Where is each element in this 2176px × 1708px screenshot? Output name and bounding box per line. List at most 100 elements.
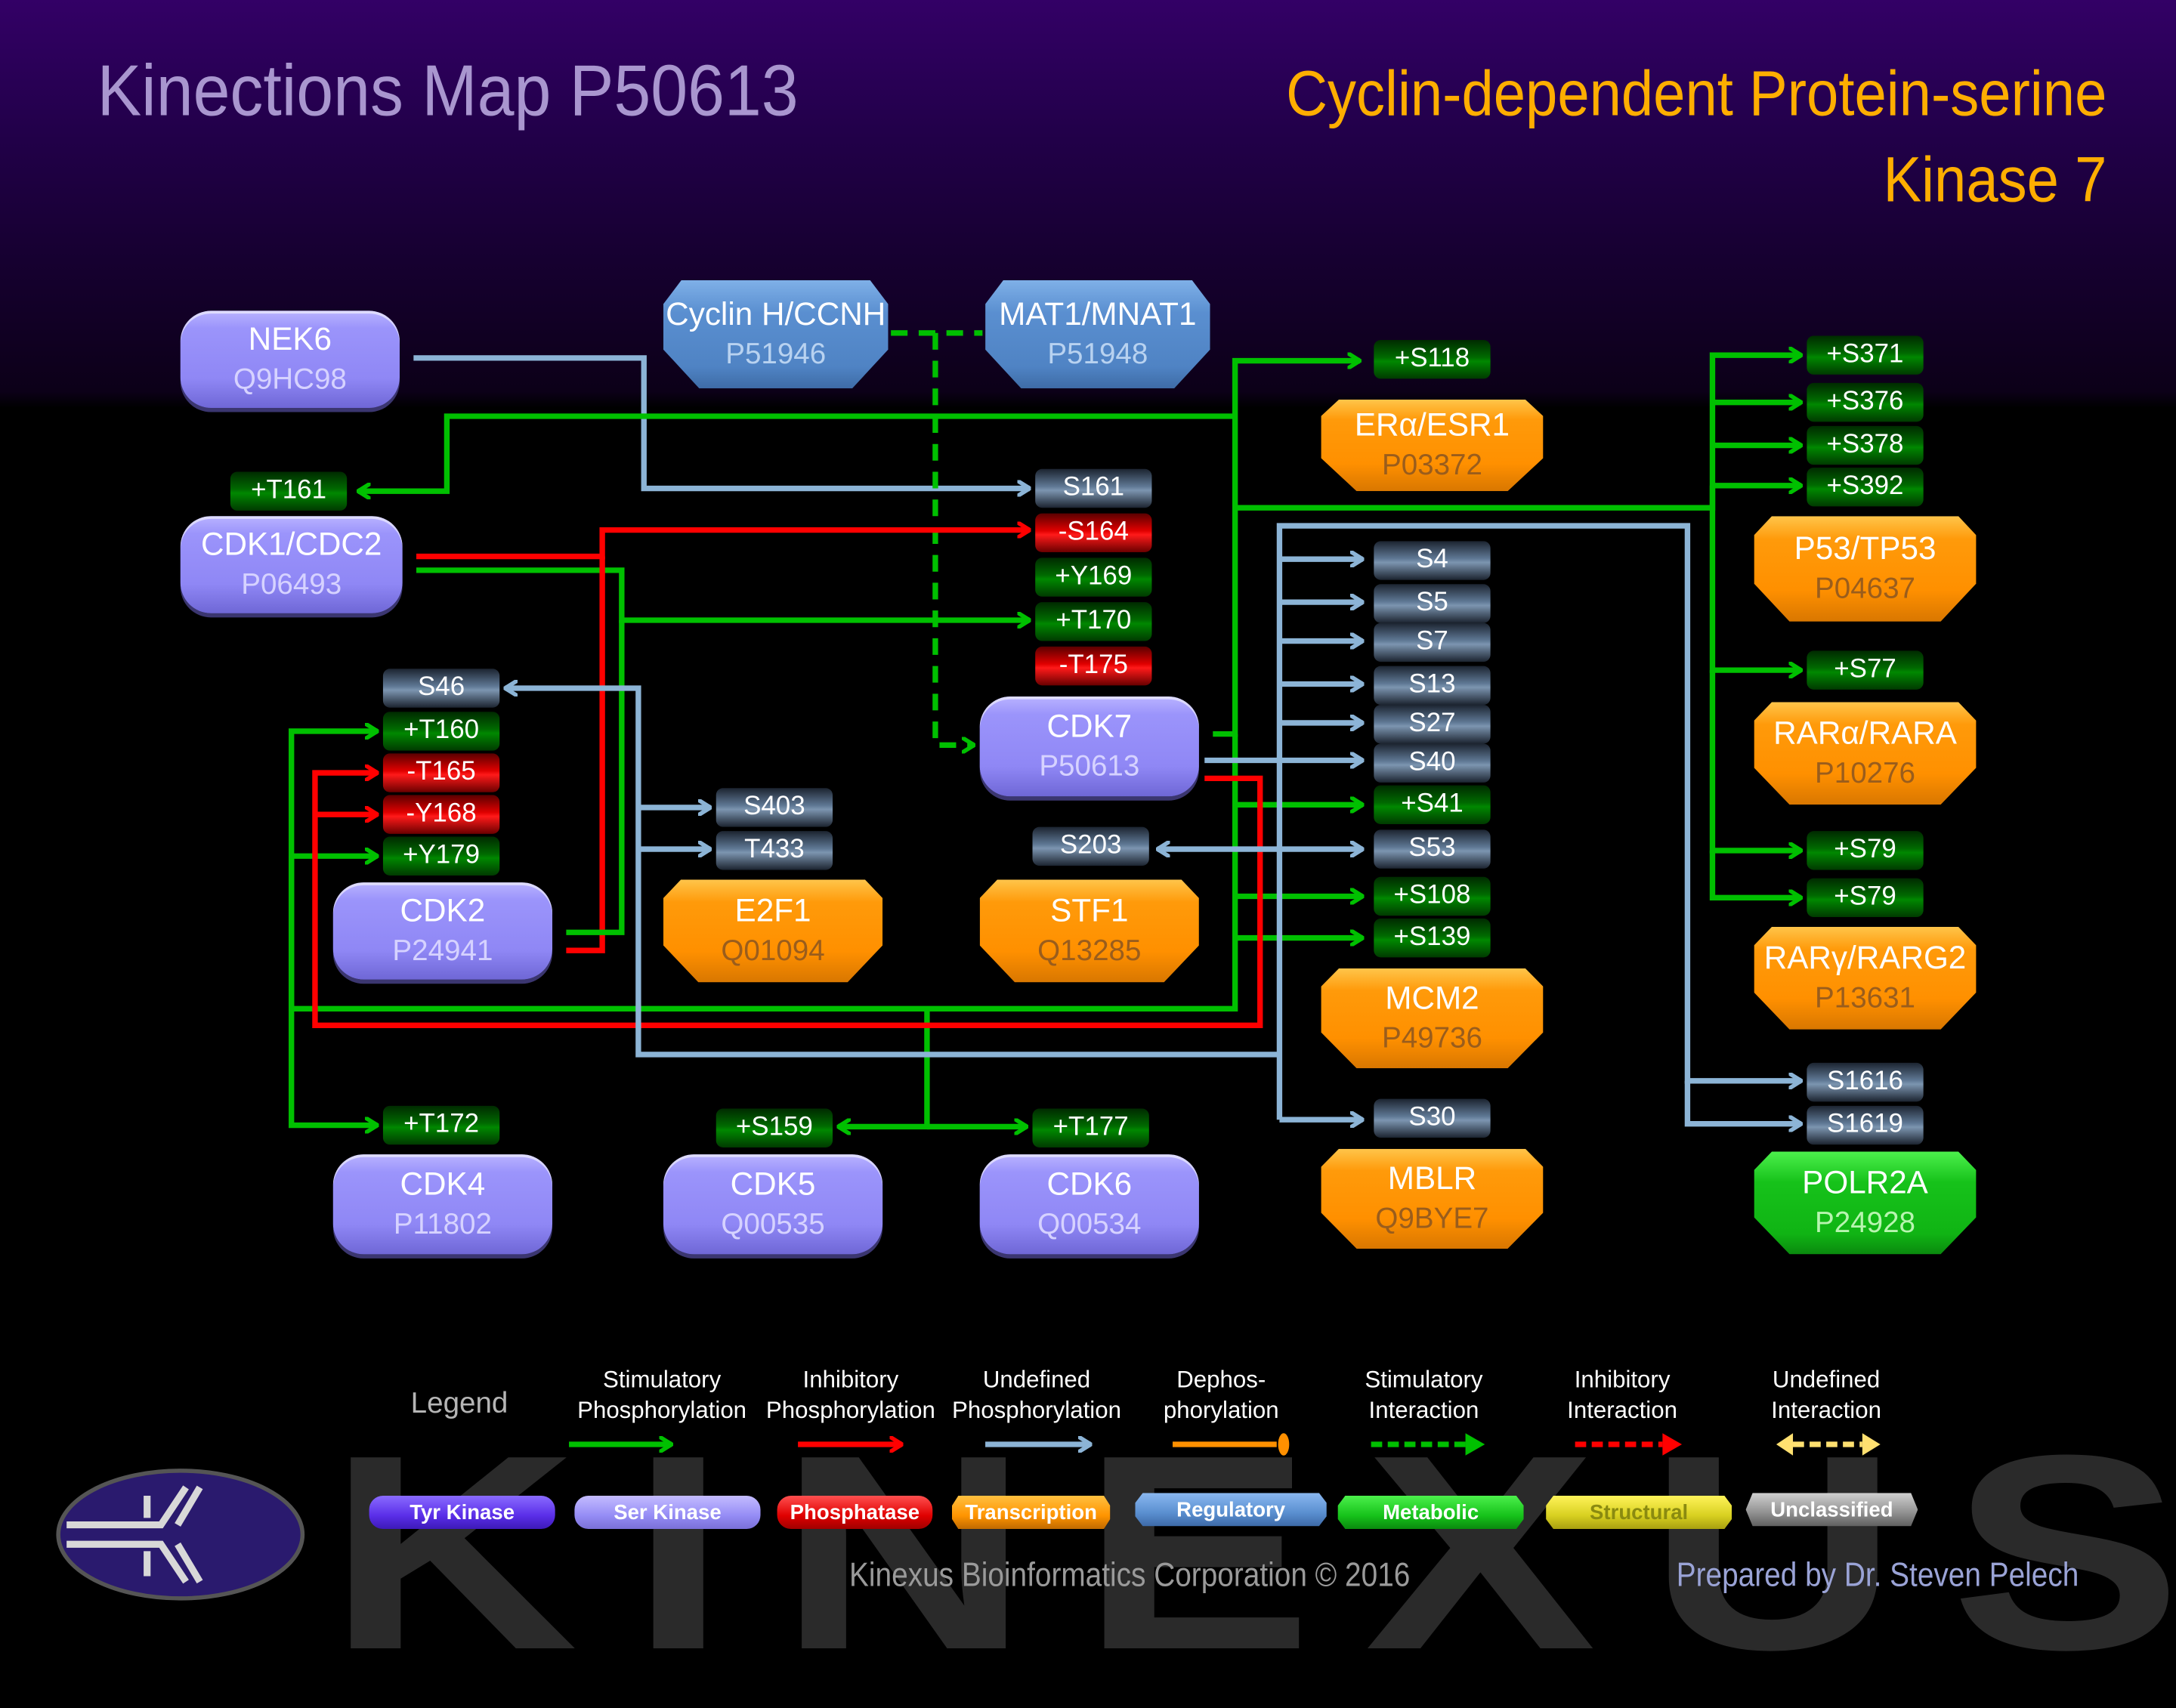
node-accession: P24928 — [1815, 1206, 1916, 1240]
site-mcm2-s108[interactable]: +S108 — [1374, 876, 1491, 916]
site-cdk7-s161[interactable]: S161 — [1035, 468, 1152, 508]
node-rara[interactable]: RARα/RARA P10276 — [1754, 702, 1977, 805]
site-e2f1-s403[interactable]: S403 — [716, 788, 833, 827]
node-polr2a[interactable]: POLR2A P24928 — [1754, 1151, 1977, 1255]
legend-label-line2: Phosphorylation — [765, 1397, 935, 1424]
legend-dephosphorylation: Dephos-phorylation — [1124, 1365, 1318, 1426]
legend-label-line2: Interaction — [1567, 1397, 1677, 1424]
site-label: S161 — [1062, 473, 1125, 502]
site-cdk6-t177[interactable]: +T177 — [1032, 1108, 1149, 1147]
site-label: S7 — [1416, 627, 1448, 656]
site-mcm2-s40[interactable]: S40 — [1374, 743, 1491, 783]
site-label: -Y168 — [406, 798, 477, 829]
site-rara-s77[interactable]: +S77 — [1807, 650, 1924, 690]
site-rarg-s79-a[interactable]: +S79 — [1807, 831, 1924, 870]
site-esr1-s118[interactable]: +S118 — [1374, 339, 1491, 379]
site-rarg-s79-b[interactable]: +S79 — [1807, 878, 1924, 918]
node-cdk5[interactable]: CDK5 Q00535 — [663, 1154, 883, 1255]
legend-label-line1: Undefined — [1772, 1367, 1881, 1394]
site-e2f1-t433[interactable]: T433 — [716, 831, 833, 870]
node-name: STF1 — [1050, 891, 1129, 928]
node-accession: Q01094 — [721, 934, 825, 968]
legend-type-transcription: Transcription — [951, 1495, 1111, 1530]
legend-type-tyr-kinase: Tyr Kinase — [369, 1495, 555, 1530]
site-label: S13 — [1408, 670, 1456, 700]
site-cdk4-t172[interactable]: +T172 — [382, 1105, 500, 1145]
node-esr1[interactable]: ERα/ESR1 P03372 — [1321, 399, 1544, 492]
legend-label-line2: Phosphorylation — [577, 1397, 747, 1424]
node-mcm2[interactable]: MCM2 P49736 — [1321, 968, 1544, 1069]
site-cdk7-t175[interactable]: -T175 — [1035, 646, 1152, 686]
site-cdk2-y179[interactable]: +Y179 — [382, 836, 500, 876]
site-mcm2-s27[interactable]: S27 — [1374, 705, 1491, 744]
node-accession: Q00534 — [1037, 1208, 1142, 1241]
edge-cdk7-blue-loop — [505, 688, 1280, 1058]
site-label: S30 — [1408, 1103, 1456, 1132]
legend-title: Legend — [410, 1387, 508, 1419]
node-e2f1[interactable]: E2F1 Q01094 — [663, 879, 883, 983]
site-polr2a-s1619[interactable]: S1619 — [1807, 1105, 1924, 1145]
node-name: MAT1/MNAT1 — [999, 295, 1197, 332]
site-cdk2-y168[interactable]: -Y168 — [382, 795, 500, 834]
site-polr2a-s1616[interactable]: S1616 — [1807, 1062, 1924, 1102]
site-mcm2-s4[interactable]: S4 — [1374, 541, 1491, 580]
site-cdk2-t165[interactable]: -T165 — [382, 753, 500, 792]
protein-full-name: Cyclin-dependent Protein-serine Kinase 7 — [1286, 50, 2106, 222]
site-label: +T160 — [403, 715, 480, 746]
site-mblr-s30[interactable]: S30 — [1374, 1098, 1491, 1138]
node-name: NEK6 — [248, 320, 332, 357]
node-rarg[interactable]: RARγ/RARG2 P13631 — [1754, 926, 1977, 1030]
node-stf1[interactable]: STF1 Q13285 — [979, 879, 1199, 983]
site-tp53-s392[interactable]: +S392 — [1807, 467, 1924, 507]
legend-type-structural: Structural — [1546, 1495, 1732, 1530]
legend-label-line2: phorylation — [1163, 1397, 1279, 1424]
site-mcm2-s5[interactable]: S5 — [1374, 584, 1491, 623]
node-mnat1[interactable]: MAT1/MNAT1 P51948 — [985, 280, 1210, 389]
site-label: +S392 — [1826, 471, 1904, 502]
site-label: +S376 — [1826, 387, 1904, 417]
site-tp53-s376[interactable]: +S376 — [1807, 382, 1924, 422]
edge-cdk7-cdk1-t161 — [358, 413, 1235, 491]
node-cdk2[interactable]: CDK2 P24941 — [332, 882, 553, 980]
node-cdk1[interactable]: CDK1/CDC2 P06493 — [180, 516, 403, 613]
site-cdk2-s46[interactable]: S46 — [382, 669, 500, 708]
site-tp53-s378[interactable]: +S378 — [1807, 425, 1924, 465]
legend-label-line2: Interaction — [1368, 1397, 1479, 1424]
node-ccnh[interactable]: Cyclin H/CCNH P51946 — [663, 280, 889, 389]
node-nek6[interactable]: NEK6 Q9HC98 — [180, 310, 400, 408]
site-cdk7-s164[interactable]: -S164 — [1035, 513, 1152, 553]
node-accession: P04637 — [1815, 573, 1916, 605]
protein-full-name-line1: Cyclin-dependent Protein-serine — [1285, 57, 2107, 129]
site-stf1-s203[interactable]: S203 — [1032, 826, 1149, 866]
node-cdk7[interactable]: CDK7 P50613 — [979, 696, 1199, 797]
site-mcm2-s53[interactable]: S53 — [1374, 829, 1491, 869]
site-mcm2-s13[interactable]: S13 — [1374, 666, 1491, 706]
site-mcm2-s41[interactable]: +S41 — [1374, 785, 1491, 824]
node-cdk6[interactable]: CDK6 Q00534 — [979, 1154, 1199, 1255]
legend-type-ser-kinase: Ser Kinase — [574, 1495, 761, 1530]
site-label: +S159 — [735, 1113, 813, 1142]
site-mcm2-s7[interactable]: S7 — [1374, 622, 1491, 663]
site-cdk7-t170[interactable]: +T170 — [1035, 602, 1152, 641]
site-tp53-s371[interactable]: +S371 — [1807, 335, 1924, 375]
site-label: S5 — [1416, 588, 1448, 618]
prepared-by-text: Prepared by Dr. Steven Pelech — [1676, 1556, 2079, 1595]
site-label: T433 — [744, 835, 805, 865]
node-tp53[interactable]: P53/TP53 P04637 — [1754, 516, 1977, 622]
site-label: +T170 — [1056, 606, 1132, 636]
site-label: S1616 — [1827, 1067, 1903, 1096]
node-cdk4[interactable]: CDK4 P11802 — [332, 1154, 553, 1255]
site-mcm2-s139[interactable]: +S139 — [1374, 918, 1491, 958]
site-cdk2-t160[interactable]: +T160 — [382, 712, 500, 751]
site-cdk1-t161[interactable]: +T161 — [230, 471, 348, 511]
site-cdk5-s159[interactable]: +S159 — [716, 1108, 833, 1147]
edge-cdk7-cdk2-t165 — [312, 773, 1263, 1028]
node-name: MCM2 — [1385, 979, 1479, 1016]
site-label: S203 — [1059, 831, 1122, 860]
site-cdk7-y169[interactable]: +Y169 — [1035, 557, 1152, 597]
node-mblr[interactable]: MBLR Q9BYE7 — [1321, 1148, 1544, 1249]
